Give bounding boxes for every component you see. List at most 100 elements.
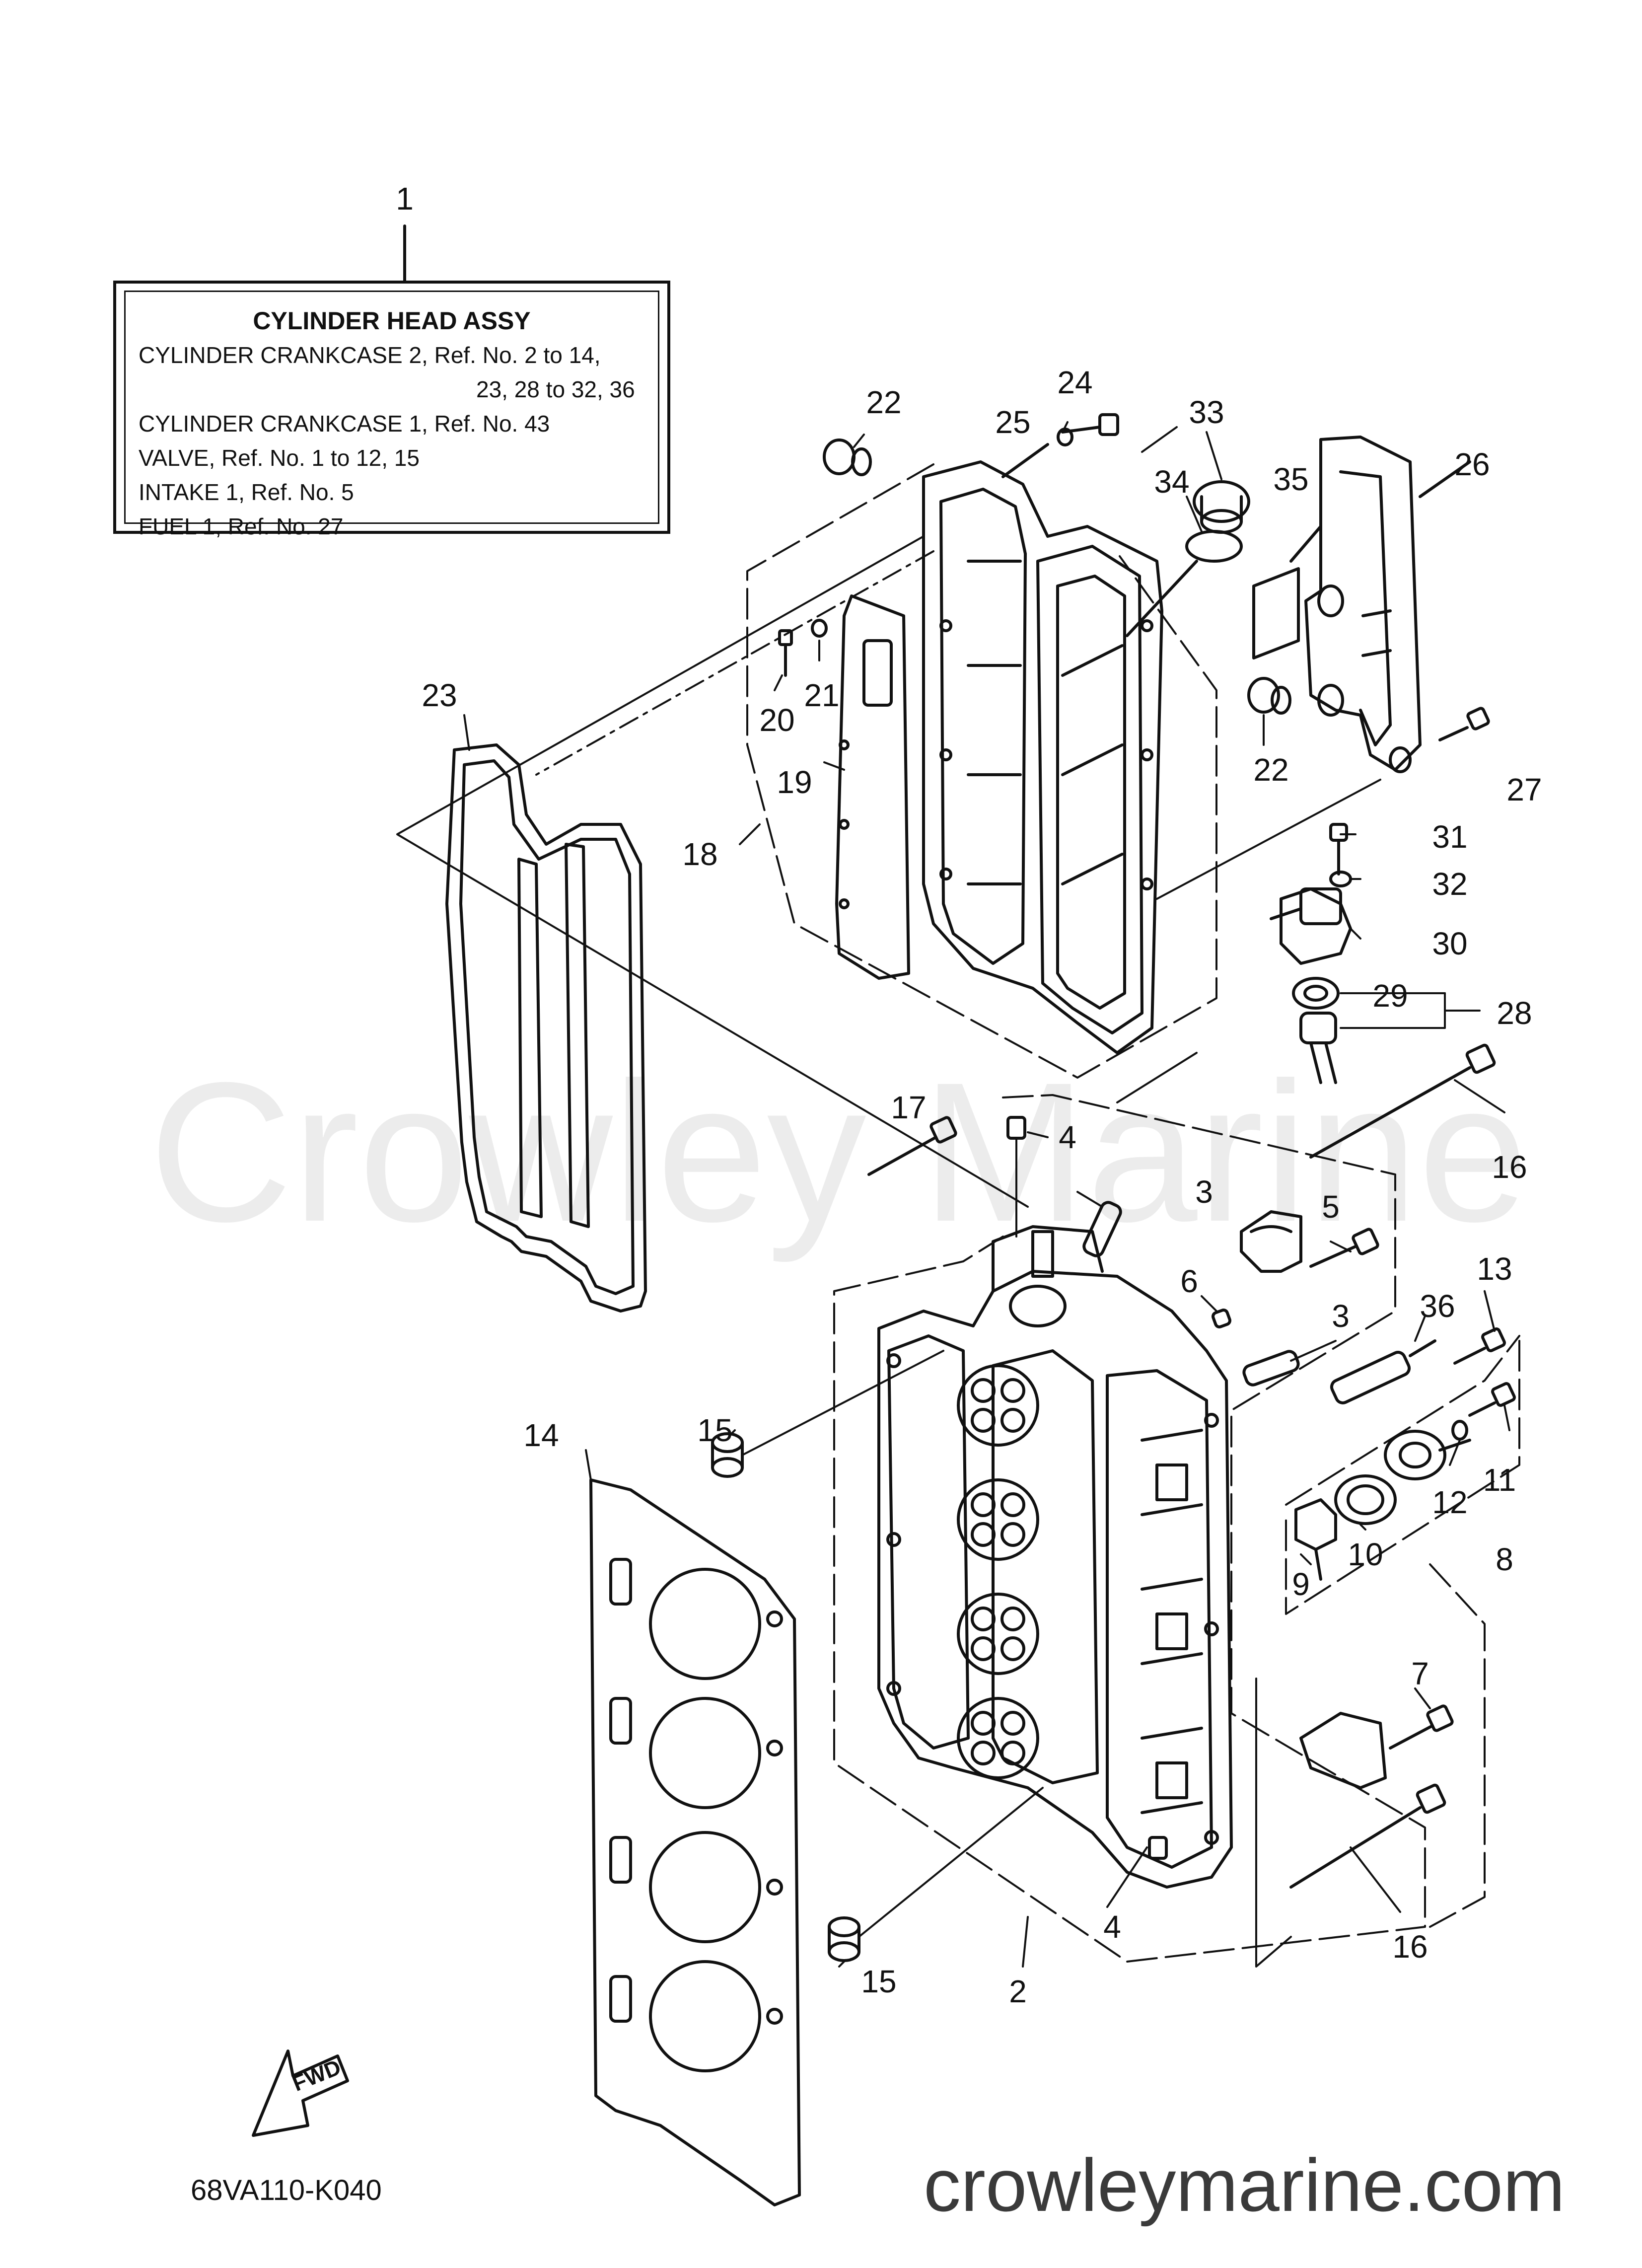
washer-12 bbox=[1451, 1420, 1468, 1441]
pin-6 bbox=[1212, 1309, 1231, 1328]
assembly-legend-heading: CYLINDER HEAD ASSY bbox=[253, 307, 531, 335]
callout-3: 3 bbox=[1195, 1174, 1213, 1210]
bolt-31 bbox=[1329, 823, 1348, 876]
callout-7: 7 bbox=[1411, 1656, 1429, 1691]
watermark: Crowley Marine bbox=[149, 1041, 1529, 1263]
bolt-16-upper bbox=[1309, 1043, 1496, 1159]
head-cover-gasket bbox=[445, 743, 647, 1313]
bearing-bracket-upper bbox=[1240, 1210, 1302, 1273]
callout-1: 1 bbox=[396, 181, 414, 217]
fwd-arrow-icon bbox=[252, 2049, 349, 2137]
cylinder-block bbox=[877, 1225, 1233, 1889]
combustion-chamber-2 bbox=[957, 1478, 1039, 1561]
thermostat-housing bbox=[1384, 1430, 1471, 1480]
cylinder-block-boundary bbox=[833, 1094, 1426, 1963]
cover-plate bbox=[835, 594, 910, 980]
pin-3-upper bbox=[1082, 1201, 1122, 1257]
combustion-chamber-3 bbox=[957, 1593, 1039, 1675]
callout-4: 4 bbox=[1059, 1119, 1076, 1155]
callout-18: 18 bbox=[682, 836, 718, 872]
assembly-legend-line: FUEL 1, Ref. No. 27 bbox=[139, 513, 344, 539]
callout-12: 12 bbox=[1432, 1484, 1468, 1520]
callout-35: 35 bbox=[1273, 461, 1309, 497]
sensor-36 bbox=[1330, 1339, 1436, 1404]
callout-9: 9 bbox=[1292, 1566, 1310, 1602]
callout-26: 26 bbox=[1454, 446, 1490, 482]
callout-22: 22 bbox=[866, 384, 902, 420]
callout-3: 3 bbox=[1332, 1298, 1350, 1334]
callout-10: 10 bbox=[1348, 1536, 1383, 1572]
callout-16: 16 bbox=[1492, 1149, 1527, 1185]
callout-23: 23 bbox=[422, 677, 457, 713]
callout-34: 34 bbox=[1154, 464, 1190, 500]
callout-31: 31 bbox=[1432, 819, 1468, 855]
label-35 bbox=[1252, 567, 1300, 659]
cover-assy-boundary bbox=[746, 463, 1217, 1079]
callout-5: 5 bbox=[1322, 1189, 1340, 1225]
callout-15: 15 bbox=[697, 1412, 733, 1448]
plug-4-lower bbox=[1148, 1836, 1168, 1860]
callout-21: 21 bbox=[804, 677, 840, 713]
callout-32: 32 bbox=[1432, 866, 1468, 902]
assembly-legend-line: CYLINDER CRANKCASE 2, Ref. No. 2 to 14, bbox=[139, 342, 601, 368]
assembly-legend-box: CYLINDER HEAD ASSY CYLINDER CRANKCASE 2,… bbox=[113, 281, 670, 539]
callout-25: 25 bbox=[995, 404, 1031, 440]
callout-13: 13 bbox=[1477, 1251, 1512, 1287]
cylinder-head-gasket bbox=[589, 1478, 801, 2206]
callout-11: 11 bbox=[1483, 1462, 1516, 1498]
plug-4-upper bbox=[1006, 1116, 1026, 1140]
valve-28 bbox=[1299, 1012, 1337, 1084]
callout-20: 20 bbox=[759, 702, 795, 738]
footer-url: crowleymarine.com bbox=[924, 2143, 1565, 2227]
callout-29: 29 bbox=[1372, 978, 1408, 1014]
combustion-chamber-1 bbox=[957, 1364, 1039, 1447]
o-ring-34 bbox=[1185, 530, 1243, 563]
callout-14: 14 bbox=[523, 1417, 559, 1453]
callout-17: 17 bbox=[891, 1090, 927, 1125]
bolt-5 bbox=[1309, 1228, 1379, 1268]
assembly-legend-line: VALVE, Ref. No. 1 to 12, 15 bbox=[139, 445, 420, 471]
callout-19: 19 bbox=[777, 764, 812, 800]
callout-24: 24 bbox=[1057, 365, 1093, 400]
callout-6: 6 bbox=[1180, 1263, 1198, 1299]
callout-22: 22 bbox=[1253, 752, 1289, 788]
drawing-code: 68VA110-K040 bbox=[191, 2174, 382, 2206]
grommet-upper bbox=[823, 439, 872, 476]
assembly-legend-inner: CYLINDER HEAD ASSY CYLINDER CRANKCASE 2,… bbox=[124, 291, 659, 539]
thermostat-10 bbox=[1334, 1474, 1397, 1525]
assembly-legend-line: 23, 28 to 32, 36 bbox=[476, 376, 635, 402]
bolt-7 bbox=[1389, 1704, 1454, 1750]
cylinder-head-cover bbox=[922, 460, 1163, 1054]
bolt-11 bbox=[1468, 1382, 1516, 1417]
callout-16: 16 bbox=[1392, 1929, 1428, 1965]
bolt-20 bbox=[778, 629, 793, 677]
oil-pressure-sensor-30 bbox=[1270, 887, 1352, 965]
washer-32 bbox=[1329, 871, 1352, 887]
washer-29 bbox=[1292, 977, 1340, 1010]
oil-filler-cap bbox=[1193, 480, 1250, 534]
callout-15: 15 bbox=[861, 1964, 897, 1999]
pin-3-lower bbox=[1242, 1350, 1300, 1387]
callout-4: 4 bbox=[1103, 1909, 1121, 1945]
callout-30: 30 bbox=[1432, 926, 1468, 961]
bolt-16-lower bbox=[1289, 1783, 1446, 1889]
grommet-right bbox=[1247, 677, 1291, 715]
callout-33: 33 bbox=[1189, 394, 1224, 430]
bearing-bracket-lower bbox=[1299, 1712, 1387, 1789]
bolt-17 bbox=[867, 1116, 957, 1176]
thermostat-cover-9 bbox=[1294, 1498, 1337, 1581]
dowel-pin-15-lower bbox=[828, 1916, 860, 1962]
callout-8: 8 bbox=[1496, 1541, 1513, 1577]
callout-27: 27 bbox=[1506, 772, 1542, 807]
washer-21 bbox=[811, 619, 828, 638]
combustion-chamber-4 bbox=[957, 1697, 1039, 1779]
bolt-13 bbox=[1453, 1327, 1506, 1365]
silencer-cover bbox=[1304, 436, 1422, 773]
callout-36: 36 bbox=[1420, 1288, 1455, 1324]
callout-28: 28 bbox=[1497, 995, 1532, 1031]
bolt-27 bbox=[1438, 707, 1490, 741]
assembly-legend-line: CYLINDER CRANKCASE 1, Ref. No. 43 bbox=[139, 411, 550, 437]
assembly-legend-line: INTAKE 1, Ref. No. 5 bbox=[139, 479, 354, 505]
